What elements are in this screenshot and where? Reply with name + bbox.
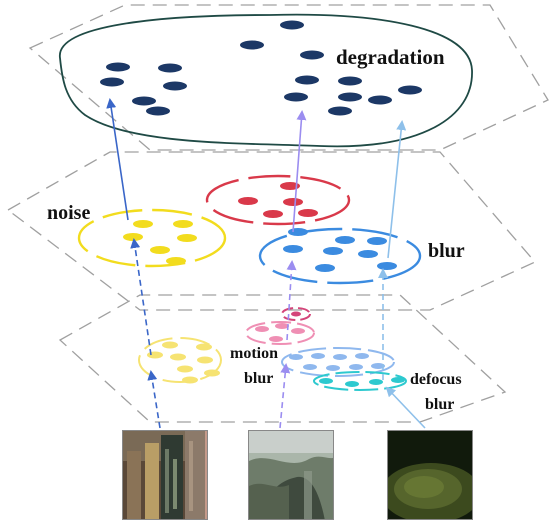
defocus-blur-subcluster: defocus blur	[281, 347, 462, 413]
degradation-point	[284, 92, 308, 102]
degradation-point	[132, 96, 156, 106]
blur-point	[335, 236, 355, 244]
red-point	[238, 197, 258, 205]
degradation-label: degradation	[336, 45, 445, 69]
defocus-blur-photo-thumbnail	[387, 430, 473, 520]
blur-point	[377, 262, 397, 270]
noise-point	[133, 220, 153, 228]
blur-point	[315, 264, 335, 272]
blur-point	[367, 237, 387, 245]
noise-label: noise	[47, 202, 90, 224]
noise-point	[166, 257, 186, 265]
noise-point	[177, 234, 197, 242]
degradation-point	[368, 95, 392, 105]
motion-blur-photo-thumbnail	[248, 430, 334, 520]
noise-point	[123, 233, 143, 241]
degradation-point	[240, 40, 264, 50]
degradation-point	[295, 75, 319, 85]
degradation-point	[398, 85, 422, 95]
noise-point	[150, 246, 170, 254]
defocus-blur-label-line2: blur	[425, 396, 454, 413]
degradation-point	[338, 76, 362, 86]
noise-cluster: noise	[47, 202, 227, 268]
noise-point	[173, 220, 193, 228]
degradation-point	[106, 62, 130, 72]
red-cluster	[205, 174, 351, 226]
motion-blur-label-line1: motion	[230, 345, 278, 362]
degradation-point	[300, 50, 324, 60]
bottom-plane	[58, 294, 507, 423]
degradation-point	[146, 106, 170, 116]
top-plane	[28, 4, 549, 151]
motion-blur-label-line2: blur	[244, 370, 273, 387]
degradation-points	[100, 20, 422, 116]
red-point	[280, 182, 300, 190]
motion-blur-subcluster: motion blur	[230, 307, 315, 387]
degradation-point	[100, 77, 124, 87]
red-point	[283, 198, 303, 206]
middle-plane	[6, 151, 537, 311]
degradation-point	[163, 81, 187, 91]
blur-point	[323, 247, 343, 255]
blur-cluster: blur	[258, 227, 465, 285]
defocus-blur-arrow-path	[378, 120, 426, 429]
noise-arrow-path	[106, 98, 161, 429]
blur-label: blur	[428, 240, 465, 262]
blur-point	[358, 250, 378, 258]
degradation-point	[338, 92, 362, 102]
blur-point	[283, 245, 303, 253]
blur-point	[288, 228, 308, 236]
degradation-point	[280, 20, 304, 30]
degradation-point	[158, 63, 182, 73]
defocus-blur-label-line1: defocus	[410, 371, 462, 388]
degradation-cluster: degradation	[59, 13, 473, 148]
red-point	[298, 209, 318, 217]
red-point	[263, 210, 283, 218]
degradation-point	[328, 106, 352, 116]
noise-photo-thumbnail	[122, 430, 208, 520]
motion-blur-arrow-path	[279, 110, 307, 429]
